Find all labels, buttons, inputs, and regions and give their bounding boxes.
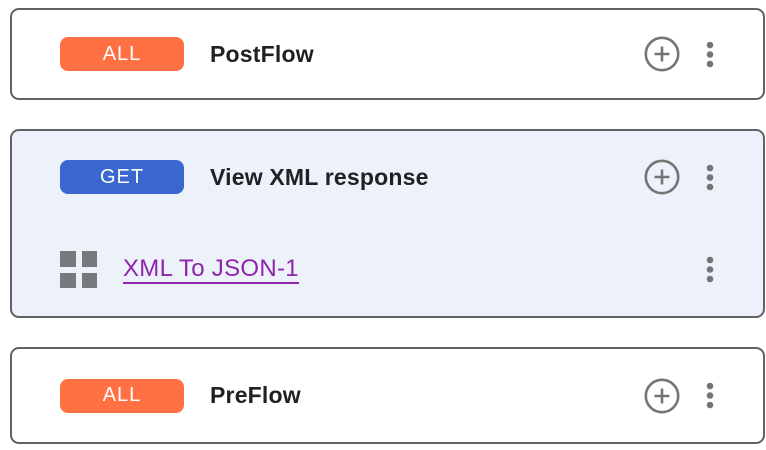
policy-row: XML To JSON-1 (12, 233, 763, 305)
verb-badge: ALL (60, 37, 184, 71)
policy-more-menu-button[interactable] (705, 256, 715, 283)
add-circle-icon (644, 36, 680, 72)
add-step-button[interactable] (643, 377, 681, 415)
add-circle-icon (644, 159, 680, 195)
flow-card-view-xml-response[interactable]: GET View XML response XML To JSON-1 (10, 129, 765, 318)
flow-row: ALL PreFlow (12, 349, 763, 442)
kebab-menu-icon (706, 382, 714, 409)
flow-row: GET View XML response (12, 131, 763, 223)
kebab-menu-icon (706, 41, 714, 67)
more-menu-button[interactable] (705, 41, 715, 68)
add-step-button[interactable] (643, 158, 681, 196)
more-menu-button[interactable] (705, 164, 715, 191)
flow-title: View XML response (210, 163, 429, 190)
verb-badge: ALL (60, 378, 184, 413)
add-step-button[interactable] (643, 35, 681, 73)
more-menu-button[interactable] (705, 382, 715, 409)
flow-row: ALL PostFlow (12, 10, 763, 98)
flow-title: PostFlow (210, 40, 314, 67)
policy-link[interactable]: XML To JSON-1 (123, 255, 299, 282)
flow-card-preflow[interactable]: ALL PreFlow (10, 347, 765, 444)
add-circle-icon (644, 377, 680, 414)
kebab-menu-icon (706, 164, 714, 190)
kebab-menu-icon (706, 256, 714, 282)
verb-badge: GET (60, 160, 184, 194)
flow-title: PreFlow (210, 382, 301, 408)
flow-card-postflow[interactable]: ALL PostFlow (10, 8, 765, 100)
policy-grid-icon (60, 251, 97, 288)
